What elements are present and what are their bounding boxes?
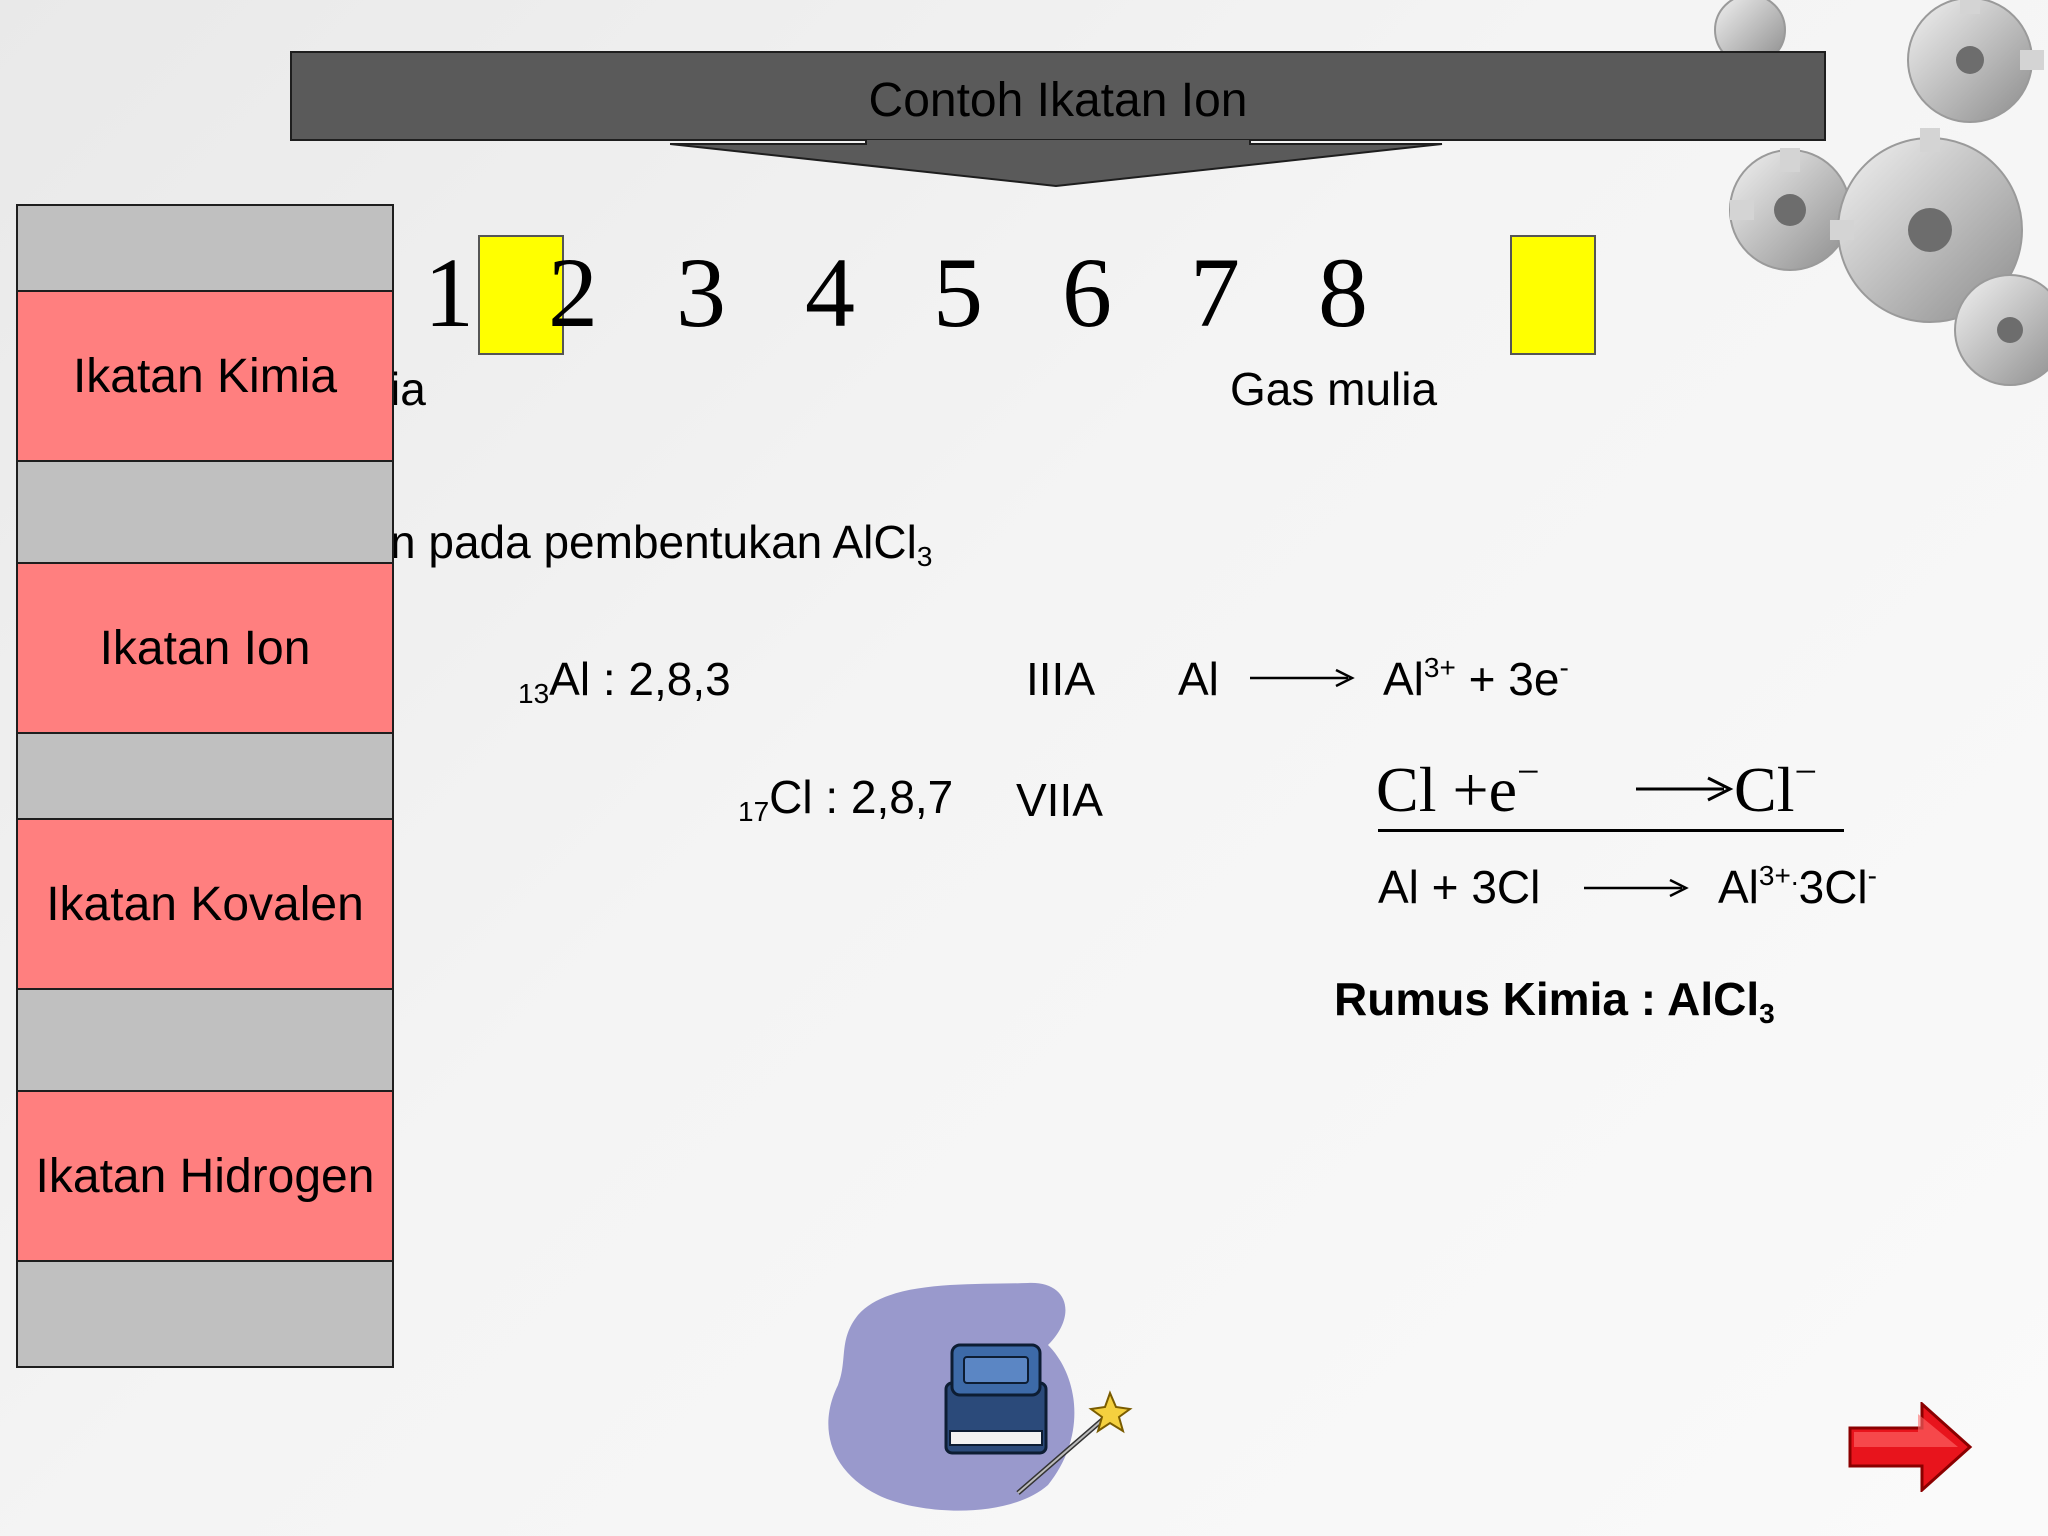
sidebar-item-ikatan-kovalen[interactable]: Ikatan Kovalen	[16, 818, 394, 990]
eq3-left: Al + 3Cl	[1378, 861, 1541, 913]
group-number: 4	[805, 237, 855, 348]
sidebar-item-label: Ikatan Hidrogen	[35, 1149, 375, 1203]
group-number: 8	[1318, 237, 1368, 348]
cl-config: 17Cl : 2,8,7	[738, 771, 954, 827]
reaction-arrow	[1636, 776, 1734, 802]
sidebar-spacer	[16, 204, 394, 292]
sidebar-item-ikatan-hidrogen[interactable]: Ikatan Hidrogen	[16, 1090, 394, 1262]
group-number: 5	[933, 237, 983, 348]
sidebar-nav: Ikatan Kimia Ikatan Ion Ikatan Kovalen I…	[16, 204, 394, 1368]
reaction-arrow	[1584, 878, 1689, 898]
group-label-left-fragment: ia	[390, 363, 426, 415]
banner-down-arrow	[670, 140, 1443, 188]
eq2-right: Cl−	[1734, 749, 1818, 825]
slide-title: Contoh Ikatan Ion	[868, 74, 1248, 127]
book-magic-wand-icon	[828, 1282, 1133, 1511]
group-number: 6	[1062, 237, 1112, 348]
sidebar-spacer	[16, 1260, 394, 1368]
group-number: 1	[424, 237, 474, 348]
intro-text: n pada pembentukan AlCl3	[390, 516, 933, 572]
sidebar-spacer	[16, 732, 394, 820]
al-group: IIIA	[1026, 653, 1096, 705]
group-number: 3	[676, 237, 726, 348]
eq1-left: Al	[1178, 653, 1219, 705]
reaction-arrow	[1250, 668, 1355, 688]
sidebar-spacer	[16, 460, 394, 564]
sidebar-item-ikatan-ion[interactable]: Ikatan Ion	[16, 562, 394, 734]
noble-gas-label: Gas mulia	[1230, 363, 1438, 415]
eq1-right: Al3+ + 3e-	[1383, 652, 1569, 705]
gear-cluster-icon	[1714, 0, 2048, 386]
sidebar-item-label: Ikatan Kimia	[72, 349, 338, 403]
next-arrow-icon[interactable]	[1848, 1402, 1974, 1492]
highlight-box-left	[478, 235, 564, 355]
chemical-formula: Rumus Kimia : AlCl3	[1334, 973, 1775, 1029]
al-config: 13Al : 2,8,3	[518, 653, 731, 709]
title-banner	[290, 51, 1826, 141]
sidebar-item-label: Ikatan Ion	[99, 621, 311, 675]
highlight-box-right	[1510, 235, 1596, 355]
eq3-right: Al3+.3Cl-	[1718, 860, 1877, 913]
cl-group: VIIA	[1016, 774, 1103, 826]
sidebar-spacer	[16, 988, 394, 1092]
equation-sum-line	[1378, 829, 1844, 832]
eq2-left: Cl +e−	[1376, 749, 1540, 825]
group-number: 2	[548, 237, 598, 348]
sidebar-item-label: Ikatan Kovalen	[46, 877, 364, 931]
sidebar-item-ikatan-kimia[interactable]: Ikatan Kimia	[16, 290, 394, 462]
group-number: 7	[1190, 237, 1240, 348]
